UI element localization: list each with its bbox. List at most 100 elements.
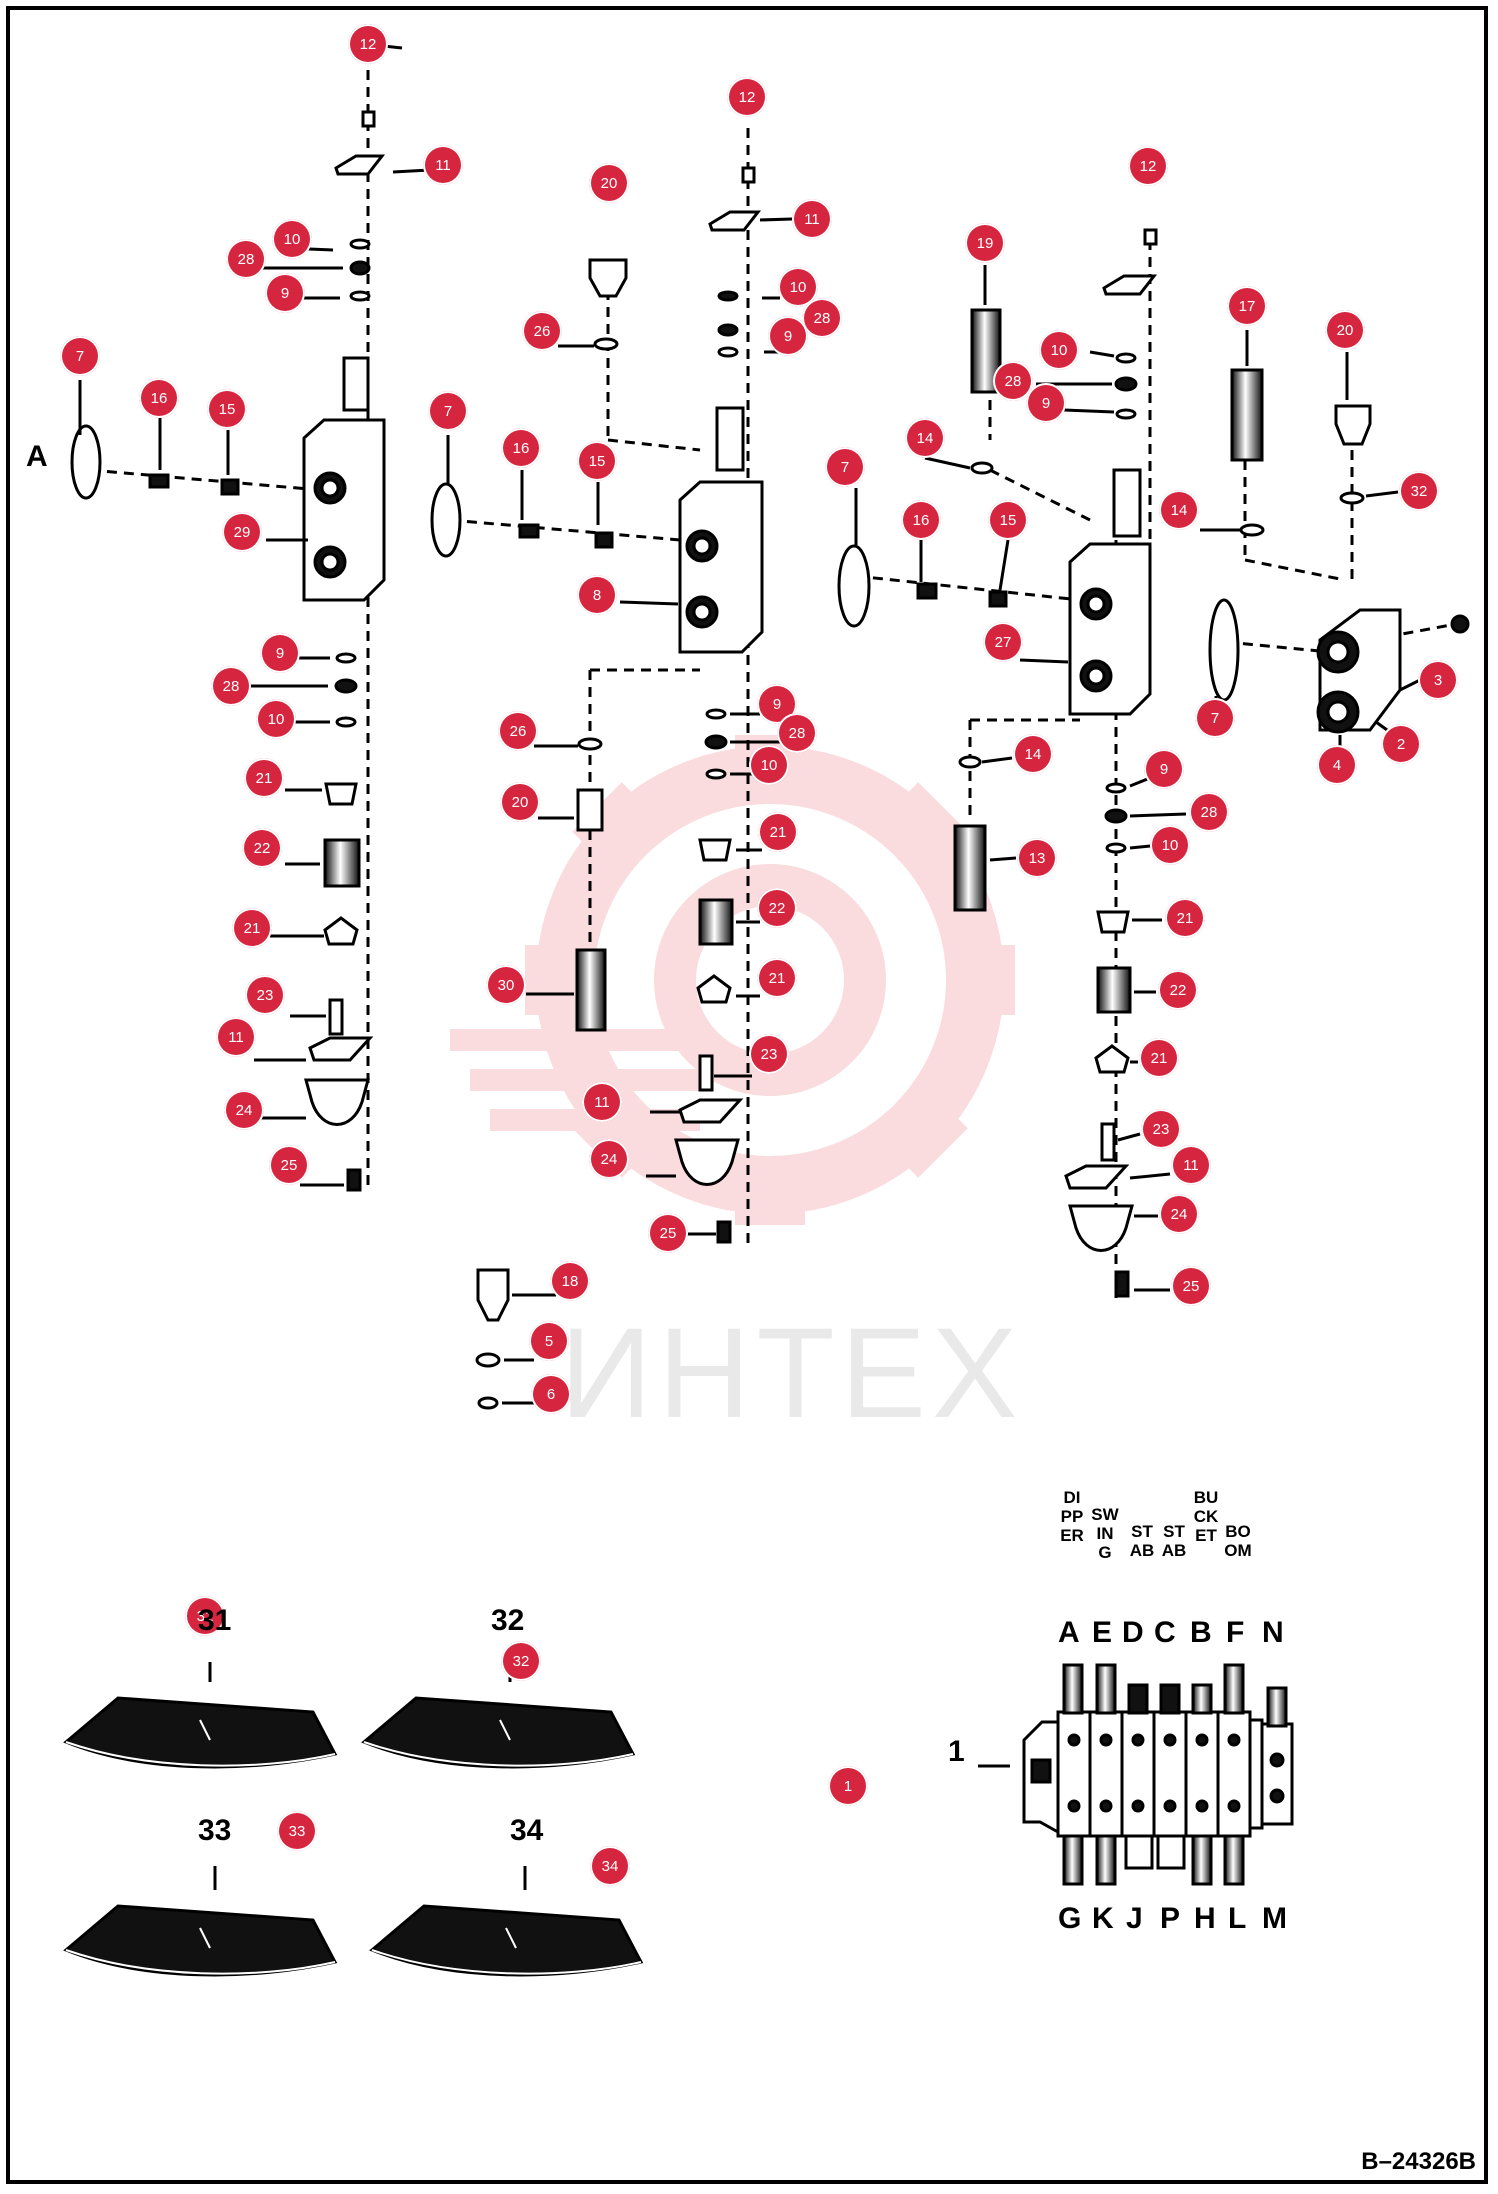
- callout-4[interactable]: 4: [1317, 745, 1357, 785]
- part-number-1: 1: [948, 1735, 965, 1768]
- callout-20[interactable]: 20: [1325, 310, 1365, 350]
- callout-29[interactable]: 29: [222, 512, 262, 552]
- port-top-f: F: [1226, 1616, 1245, 1649]
- callout-11[interactable]: 11: [792, 199, 832, 239]
- section-code-stab-3: STAB: [1161, 1522, 1187, 1560]
- callout-11[interactable]: 11: [1171, 1145, 1211, 1185]
- callout-17[interactable]: 17: [1227, 286, 1267, 326]
- callout-25[interactable]: 25: [269, 1145, 309, 1185]
- callout-12[interactable]: 12: [727, 77, 767, 117]
- callout-3[interactable]: 3: [1418, 660, 1458, 700]
- callout-23[interactable]: 23: [245, 975, 285, 1015]
- callout-33[interactable]: 33: [277, 1811, 317, 1851]
- callout-10[interactable]: 10: [1039, 330, 1079, 370]
- section-code-bucket-4: BUCKET: [1193, 1488, 1219, 1545]
- port-top-e: E: [1092, 1616, 1113, 1649]
- part-number-32: 32: [491, 1604, 525, 1637]
- port-bottom-l: L: [1228, 1902, 1247, 1935]
- port-top-a: A: [1058, 1616, 1080, 1649]
- callout-1[interactable]: 1: [828, 1766, 868, 1806]
- callout-20[interactable]: 20: [500, 782, 540, 822]
- part-number-33: 33: [198, 1814, 232, 1847]
- callout-10[interactable]: 10: [256, 699, 296, 739]
- callout-22[interactable]: 22: [1158, 970, 1198, 1010]
- callout-12[interactable]: 12: [1128, 146, 1168, 186]
- port-bottom-m: M: [1262, 1902, 1287, 1935]
- callout-15[interactable]: 15: [577, 441, 617, 481]
- callout-7[interactable]: 7: [60, 336, 100, 376]
- callout-28[interactable]: 28: [802, 298, 842, 338]
- port-top-b: B: [1190, 1616, 1212, 1649]
- callout-28[interactable]: 28: [993, 361, 1033, 401]
- callout-9[interactable]: 9: [1144, 749, 1184, 789]
- callout-24[interactable]: 24: [589, 1139, 629, 1179]
- callout-28[interactable]: 28: [211, 666, 251, 706]
- part-number-34: 34: [510, 1814, 544, 1847]
- callout-24[interactable]: 24: [1159, 1194, 1199, 1234]
- callout-21[interactable]: 21: [232, 908, 272, 948]
- port-bottom-p: P: [1160, 1902, 1181, 1935]
- callout-21[interactable]: 21: [1139, 1038, 1179, 1078]
- callout-9[interactable]: 9: [1026, 383, 1066, 423]
- callout-10[interactable]: 10: [272, 219, 312, 259]
- callout-11[interactable]: 11: [423, 145, 463, 185]
- callout-21[interactable]: 21: [1165, 898, 1205, 938]
- callout-15[interactable]: 15: [207, 389, 247, 429]
- callout-2[interactable]: 2: [1381, 724, 1421, 764]
- callout-14[interactable]: 14: [1013, 734, 1053, 774]
- callout-15[interactable]: 15: [988, 500, 1028, 540]
- callout-9[interactable]: 9: [265, 273, 305, 313]
- callout-6[interactable]: 6: [531, 1374, 571, 1414]
- callout-26[interactable]: 26: [522, 311, 562, 351]
- callout-23[interactable]: 23: [1141, 1109, 1181, 1149]
- callout-26[interactable]: 26: [498, 711, 538, 751]
- callout-10[interactable]: 10: [1150, 825, 1190, 865]
- callout-32[interactable]: 32: [501, 1641, 541, 1681]
- callout-18[interactable]: 18: [550, 1261, 590, 1301]
- port-top-d: D: [1122, 1616, 1144, 1649]
- callout-13[interactable]: 13: [1017, 838, 1057, 878]
- callout-12[interactable]: 12: [348, 24, 388, 64]
- callout-30[interactable]: 30: [486, 965, 526, 1005]
- callout-14[interactable]: 14: [905, 418, 945, 458]
- callout-9[interactable]: 9: [260, 633, 300, 673]
- callout-25[interactable]: 25: [1171, 1266, 1211, 1306]
- callout-16[interactable]: 16: [139, 378, 179, 418]
- callout-7[interactable]: 7: [1195, 698, 1235, 738]
- callout-22[interactable]: 22: [242, 828, 282, 868]
- callout-11[interactable]: 11: [582, 1082, 622, 1122]
- callout-24[interactable]: 24: [224, 1090, 264, 1130]
- callout-7[interactable]: 7: [825, 447, 865, 487]
- port-bottom-k: K: [1092, 1902, 1114, 1935]
- callout-28[interactable]: 28: [226, 239, 266, 279]
- callout-32[interactable]: 32: [1399, 471, 1439, 511]
- callout-20[interactable]: 20: [589, 163, 629, 203]
- callout-10[interactable]: 10: [749, 745, 789, 785]
- callout-8[interactable]: 8: [577, 575, 617, 615]
- callout-11[interactable]: 11: [216, 1017, 256, 1057]
- callout-16[interactable]: 16: [901, 500, 941, 540]
- callout-21[interactable]: 21: [757, 958, 797, 998]
- callout-34[interactable]: 34: [590, 1846, 630, 1886]
- callout-31[interactable]: 31: [185, 1596, 225, 1636]
- callout-23[interactable]: 23: [749, 1034, 789, 1074]
- callout-5[interactable]: 5: [529, 1321, 569, 1361]
- callout-22[interactable]: 22: [757, 888, 797, 928]
- port-bottom-h: H: [1194, 1902, 1216, 1935]
- callout-27[interactable]: 27: [983, 622, 1023, 662]
- callout-21[interactable]: 21: [244, 758, 284, 798]
- callout-9[interactable]: 9: [768, 316, 808, 356]
- watermark-text: ИНТЕХ: [560, 1302, 1024, 1445]
- callout-19[interactable]: 19: [965, 223, 1005, 263]
- callout-28[interactable]: 28: [1189, 792, 1229, 832]
- port-top-n: N: [1262, 1616, 1284, 1649]
- port-bottom-g: G: [1058, 1902, 1082, 1935]
- callout-14[interactable]: 14: [1159, 490, 1199, 530]
- callout-7[interactable]: 7: [428, 391, 468, 431]
- section-code-stab-2: STAB: [1129, 1522, 1155, 1560]
- port-bottom-j: J: [1126, 1902, 1143, 1935]
- callout-25[interactable]: 25: [648, 1213, 688, 1253]
- callout-28[interactable]: 28: [777, 713, 817, 753]
- callout-16[interactable]: 16: [501, 428, 541, 468]
- callout-21[interactable]: 21: [758, 812, 798, 852]
